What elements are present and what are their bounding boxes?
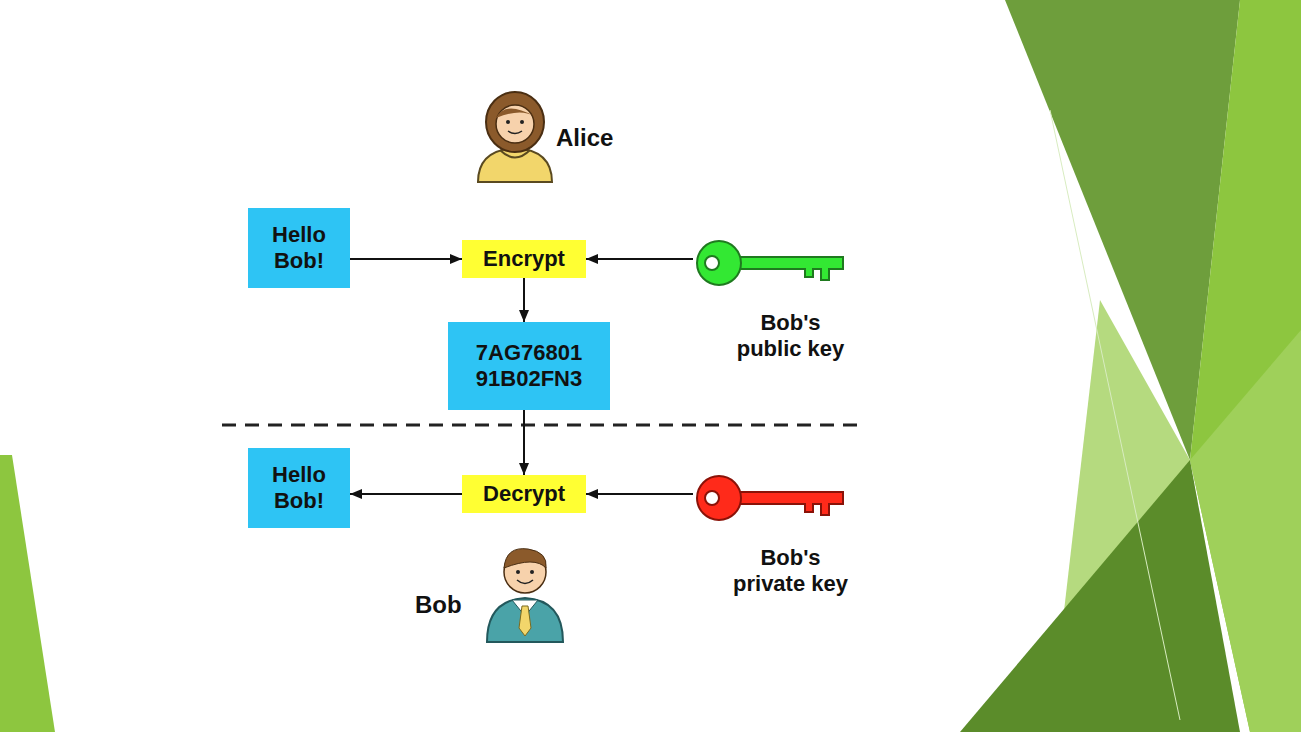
public-key: Bob's public key [693,232,858,363]
node-text: Bob's public key [728,310,853,363]
key-icon [693,232,853,294]
thin-line [1050,110,1180,720]
process-box: Decrypt [462,475,586,513]
node-text: Hello Bob! [256,222,342,275]
person-name: Bob [415,591,462,619]
plaintext-box: Hello Bob! [248,208,350,288]
arrow-connector [523,410,525,475]
node-text: Bob's private key [728,545,853,598]
node-text: 7AG76801 91B02FN3 [456,340,602,393]
node-text: Decrypt [483,481,565,507]
ciphertext-box: 7AG76801 91B02FN3 [448,322,610,410]
arrow-connector [350,258,462,260]
node-text: Hello Bob! [256,462,342,515]
process-box: Encrypt [462,240,586,278]
plaintext-box: Hello Bob! [248,448,350,528]
green-shape [1190,330,1301,732]
arrow-connector [586,258,693,260]
arrow-connector [523,278,525,322]
green-shape [0,455,55,732]
person-name: Alice [556,124,613,152]
green-shape [960,460,1240,732]
key-icon [693,467,853,529]
alice-figure [478,92,552,182]
arrow-connector [350,493,462,495]
bob-figure [487,549,563,642]
private-key: Bob's private key [693,467,858,598]
arrow-connector [586,493,693,495]
dashed-divider [222,424,866,427]
node-text: Encrypt [483,246,565,272]
